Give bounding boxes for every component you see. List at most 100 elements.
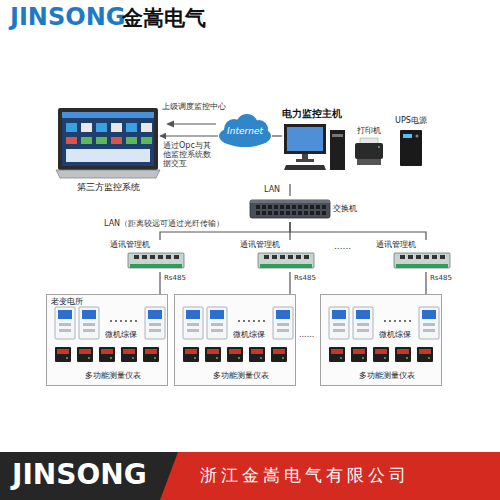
laptop-base — [56, 170, 160, 178]
meter-body — [249, 347, 265, 362]
substation-group: 微机综保多功能测量仪表 — [174, 294, 296, 386]
meter-display — [79, 349, 91, 354]
switch-port — [286, 205, 290, 209]
relay-keys — [83, 323, 95, 326]
relay-keys — [59, 323, 71, 326]
node-label: 多功能测量仪表 — [213, 371, 269, 380]
switch-port — [280, 211, 284, 215]
manager-port — [304, 255, 309, 259]
switch-port — [292, 211, 296, 215]
screen-panel — [66, 137, 77, 144]
node-label: 打印机 — [357, 126, 381, 135]
dot — [243, 320, 245, 322]
relay-keys — [423, 323, 435, 326]
relay-screen — [356, 310, 370, 319]
switch-port — [262, 205, 266, 209]
node-label: 多功能测量仪表 — [85, 371, 141, 380]
host-drawing — [282, 108, 348, 184]
relay-keys — [277, 323, 289, 326]
printer-tray — [357, 159, 381, 165]
meter-display — [375, 349, 387, 354]
meter-body — [227, 347, 243, 362]
manager-port — [432, 255, 437, 259]
switch-port — [280, 205, 284, 209]
relay-body — [419, 307, 439, 339]
manager-port — [288, 255, 293, 259]
screen-panel — [81, 123, 92, 132]
relay-keys — [333, 329, 345, 332]
meter-display — [123, 349, 135, 354]
relay-keys — [333, 323, 345, 326]
node-label: 老变电所 — [51, 297, 83, 306]
meter-body — [183, 347, 199, 362]
dot — [135, 320, 137, 322]
meter-body — [417, 347, 433, 362]
ups-button — [416, 135, 419, 138]
meter-body — [373, 347, 389, 362]
dot — [258, 320, 260, 322]
switch-port — [286, 211, 290, 215]
node-label: 交换机 — [333, 204, 357, 213]
ups-node: UPS电源 — [390, 116, 432, 168]
switch-top — [250, 200, 330, 203]
screen-panel — [81, 137, 92, 144]
meter-led — [194, 357, 196, 359]
manager-port — [264, 255, 269, 259]
dot — [248, 320, 250, 322]
node-label: 通讯管理机 — [240, 240, 280, 249]
relay-keys — [211, 329, 223, 332]
relay-keys — [211, 323, 223, 326]
meter-body — [77, 347, 93, 362]
meter-led — [154, 357, 156, 359]
switch-port — [316, 205, 320, 209]
screen-panel — [126, 123, 137, 132]
manager-port — [166, 255, 171, 259]
relay-keys — [83, 329, 95, 332]
switch-port — [256, 211, 260, 215]
screen-chart — [66, 149, 150, 162]
meter-led — [362, 357, 364, 359]
dot — [399, 320, 401, 322]
manager-port — [134, 255, 139, 259]
substation-group: 老变电所微机综保多功能测量仪表 — [46, 294, 168, 386]
meter-led — [132, 357, 134, 359]
relay-body — [273, 307, 293, 339]
meter-body — [55, 347, 71, 362]
switch-port — [274, 205, 278, 209]
screen-panel — [111, 123, 122, 132]
meter-led — [260, 357, 262, 359]
brand-logo: JINSONG — [10, 4, 125, 32]
relay-keys — [149, 323, 161, 326]
relay-screen — [82, 310, 96, 319]
dot — [389, 320, 391, 322]
ups-display — [403, 134, 412, 138]
dot — [115, 320, 117, 322]
meter-body — [99, 347, 115, 362]
meter-body — [121, 347, 137, 362]
connector — [289, 184, 290, 196]
meter-display — [185, 349, 197, 354]
relay-screen — [422, 310, 436, 319]
switch-port — [322, 211, 326, 215]
screen-panel — [96, 123, 107, 132]
manager-body — [394, 253, 450, 268]
connector-label: Rs485 — [163, 274, 187, 282]
lan-label: LAN — [264, 185, 280, 194]
meter-display — [419, 349, 431, 354]
lan-note: LAN（距离较远可通过光纤传输） — [104, 219, 224, 228]
printer-body — [355, 143, 383, 159]
relay-screen — [332, 310, 346, 319]
meter-body — [143, 347, 159, 362]
manager-port — [416, 255, 421, 259]
switch-port — [262, 211, 266, 215]
meter-display — [273, 349, 285, 354]
footer-bar — [0, 452, 500, 500]
node-label: 微机综保 — [105, 330, 137, 339]
meter-led — [384, 357, 386, 359]
node-label: 多功能测量仪表 — [359, 371, 415, 380]
meter-led — [216, 357, 218, 359]
terminal-strip — [396, 264, 448, 268]
relay-screen — [58, 310, 72, 319]
meter-led — [340, 357, 342, 359]
